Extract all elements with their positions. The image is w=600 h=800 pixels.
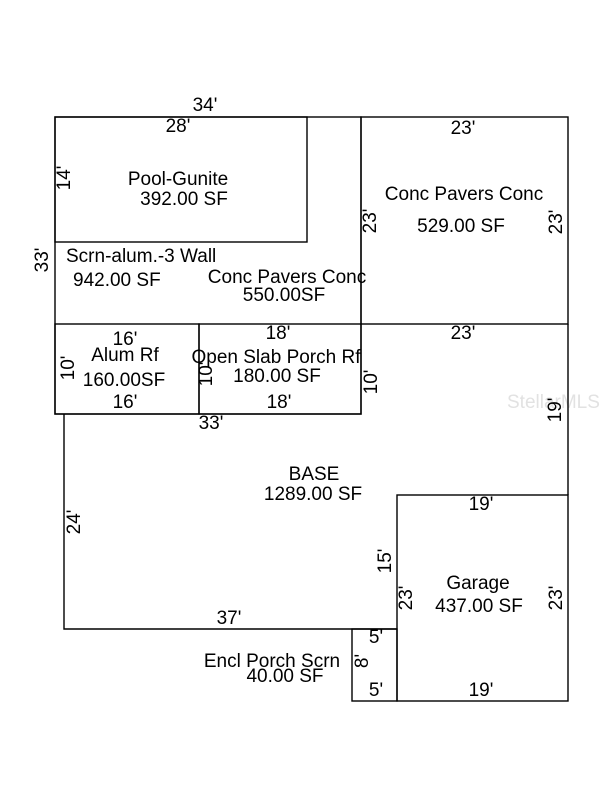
dim-5-top: 5' bbox=[369, 627, 383, 648]
dim-24: 24' bbox=[64, 510, 85, 535]
pavers-right-outline bbox=[360, 116, 569, 325]
dim-18-top: 18' bbox=[266, 323, 291, 344]
alum-rf-area: 160.00SF bbox=[83, 370, 165, 391]
encl-porch-name: Encl Porch Scrn bbox=[204, 651, 340, 672]
dimension-labels-horizontal: 34' 28' 23' 16' 18' 23' 16' 18' 33' 19' … bbox=[113, 95, 494, 701]
dim-34: 34' bbox=[193, 95, 218, 116]
pavers-right-area: 529.00 SF bbox=[417, 216, 505, 237]
scrn-name: Scrn-alum.-3 Wall bbox=[66, 246, 216, 267]
dim-8: 8' bbox=[352, 654, 373, 668]
encl-porch-area: 40.00 SF bbox=[246, 666, 323, 687]
slab-area: 180.00 SF bbox=[233, 366, 321, 387]
watermark: StellarMLS bbox=[507, 392, 600, 413]
dim-16-top: 16' bbox=[113, 329, 138, 350]
dim-16-bottom: 16' bbox=[113, 392, 138, 413]
pool-name: Pool-Gunite bbox=[128, 169, 228, 190]
dim-15: 15' bbox=[375, 549, 396, 574]
dim-10-base: 10' bbox=[361, 370, 382, 395]
dim-10-slab: 10' bbox=[196, 362, 217, 387]
dim-10-alum: 10' bbox=[58, 356, 79, 381]
scrn-area: 942.00 SF bbox=[73, 270, 161, 291]
outline-lines bbox=[54, 116, 569, 702]
dim-19-right: 19' bbox=[545, 398, 566, 423]
garage-outline bbox=[396, 494, 569, 702]
dim-23-garage-left: 23' bbox=[396, 586, 417, 611]
garage-area: 437.00 SF bbox=[435, 596, 523, 617]
alum-rf-name: Alum Rf bbox=[91, 345, 159, 366]
pool-area: 392.00 SF bbox=[140, 189, 228, 210]
slab-name: Open Slab Porch Rf bbox=[192, 347, 362, 368]
dimension-labels-vertical: 14' 33' 23' 23' 10' 10' 10' 19' 24' 15' … bbox=[32, 166, 567, 668]
dim-18-bottom: 18' bbox=[267, 392, 292, 413]
dim-19-garage-bottom: 19' bbox=[469, 680, 494, 701]
base-outline-left bbox=[63, 414, 397, 630]
pavers-right-name: Conc Pavers Conc bbox=[385, 184, 543, 205]
area-labels: Pool-Gunite 392.00 SF Scrn-alum.-3 Wall … bbox=[66, 169, 543, 687]
dim-5-bottom: 5' bbox=[369, 680, 383, 701]
garage-name: Garage bbox=[446, 573, 509, 594]
dim-37: 37' bbox=[217, 608, 242, 629]
dim-14: 14' bbox=[54, 166, 75, 191]
dim-23-pavers-right: 23' bbox=[546, 210, 567, 235]
dim-33-bottom: 33' bbox=[199, 413, 224, 434]
base-name: BASE bbox=[289, 464, 340, 485]
dim-19-garage-top: 19' bbox=[469, 494, 494, 515]
dim-23-top: 23' bbox=[451, 118, 476, 139]
slab-outline bbox=[198, 323, 362, 415]
pool-outline bbox=[54, 116, 308, 243]
dim-23-mid: 23' bbox=[451, 323, 476, 344]
pavers-center-area: 550.00SF bbox=[243, 285, 325, 306]
dim-33-left: 33' bbox=[32, 248, 53, 273]
pavers-center-name: Conc Pavers Conc bbox=[208, 267, 366, 288]
dim-28: 28' bbox=[166, 116, 191, 137]
dim-23-pavers-left: 23' bbox=[360, 209, 381, 234]
base-area: 1289.00 SF bbox=[264, 484, 362, 505]
dim-23-garage-right: 23' bbox=[546, 586, 567, 611]
